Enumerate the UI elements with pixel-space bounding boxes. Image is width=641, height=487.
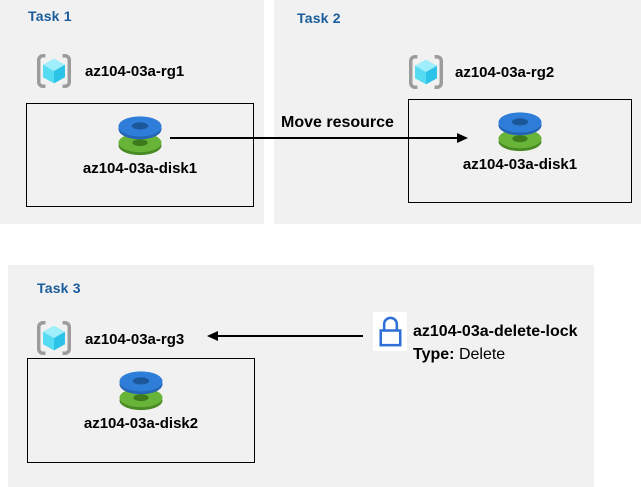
lock-type-key: Type: <box>413 346 455 363</box>
resource-group-icon <box>33 50 75 92</box>
lock-type-value: Delete <box>458 346 506 363</box>
task1-title: Task 1 <box>28 8 72 24</box>
task2-resource-box: az104-03a-disk1 <box>408 99 632 203</box>
task3-disk-label: az104-03a-disk2 <box>83 415 199 432</box>
lock-label-block: az104-03a-delete-lock Type: Delete <box>413 320 578 366</box>
disk-icon <box>494 109 546 153</box>
disk-icon <box>114 113 166 157</box>
lock-icon <box>373 312 407 351</box>
task1-disk-label: az104-03a-disk1 <box>82 160 198 177</box>
lock-arrow-line <box>218 335 363 337</box>
task2-panel: Task 2 az104-03a-rg2 <box>274 0 641 224</box>
move-arrow-line <box>170 137 458 139</box>
move-arrow-head-icon <box>457 133 468 143</box>
task2-rg-label: az104-03a-rg2 <box>455 64 555 81</box>
disk-icon <box>115 368 167 412</box>
task1-panel: Task 1 az104-03a-rg1 <box>0 0 264 224</box>
resource-group-icon <box>33 317 75 359</box>
lock-name-label: az104-03a-delete-lock <box>413 323 578 340</box>
task2-title: Task 2 <box>297 10 341 26</box>
lock-arrow-head-icon <box>207 331 218 341</box>
task3-panel: Task 3 az104-03a-rg3 <box>8 265 594 487</box>
task2-disk-label: az104-03a-disk1 <box>462 156 578 173</box>
move-resource-label: Move resource <box>281 114 394 131</box>
task3-resource-box: az104-03a-disk2 <box>27 358 255 463</box>
resource-group-icon <box>405 51 447 93</box>
task1-resource-box: az104-03a-disk1 <box>26 103 254 207</box>
lock-type-label: Type: Delete <box>413 343 578 366</box>
task3-title: Task 3 <box>37 280 81 296</box>
task3-rg-label: az104-03a-rg3 <box>85 331 185 348</box>
task1-rg-label: az104-03a-rg1 <box>85 63 185 80</box>
